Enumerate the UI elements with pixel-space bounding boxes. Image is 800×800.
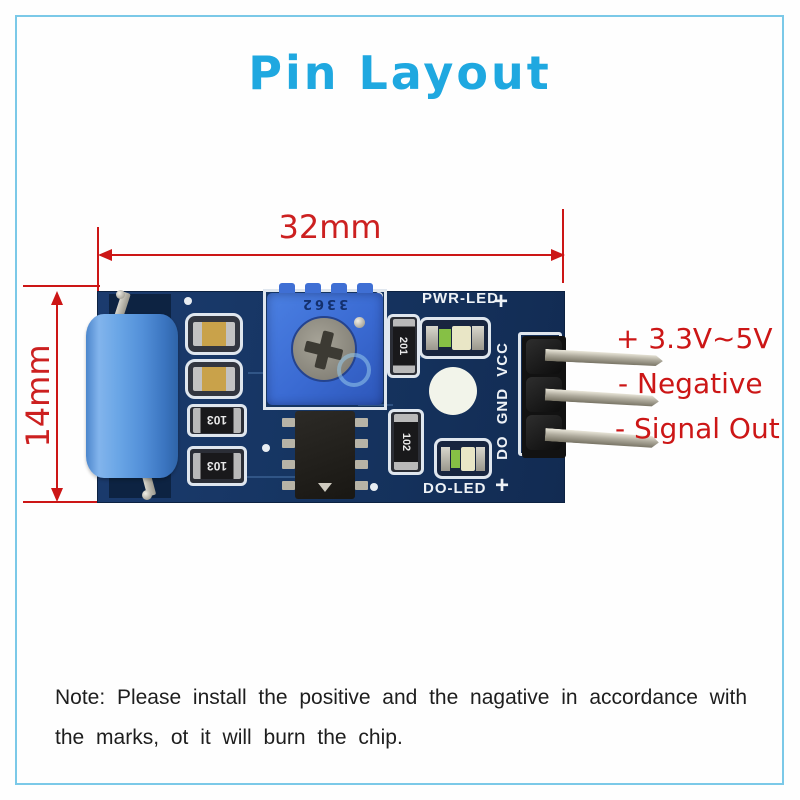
- gnd-pin-label: - Negative: [618, 367, 763, 400]
- width-dimension-label: 32mm: [278, 208, 382, 246]
- led-lens: [451, 326, 471, 350]
- pot-tab: [305, 283, 321, 293]
- capacitor-1: [185, 313, 243, 355]
- pcb-trace: [188, 476, 308, 478]
- resistor-103-b: 103: [187, 446, 247, 486]
- height-dimension-label: 14mm: [19, 344, 57, 448]
- ic-pin: [282, 439, 295, 448]
- silkscreen-dot: [184, 297, 192, 305]
- do-led: [434, 438, 492, 479]
- ic-pin: [355, 460, 368, 469]
- led-pad: [471, 326, 484, 350]
- note-line-1: Note: Please install the positive and th…: [55, 686, 747, 709]
- width-extension-line-left: [97, 227, 99, 292]
- potentiometer-outline: [263, 289, 387, 410]
- led-lens: [460, 446, 476, 471]
- do-led-silkscreen-label: DO-LED: [423, 480, 487, 497]
- resistor-201: 201: [387, 314, 420, 378]
- height-extension-line-top: [23, 285, 100, 287]
- potentiometer-body: 3362: [267, 293, 383, 405]
- pwr-led: [419, 317, 491, 359]
- resistor-102: 102: [388, 409, 424, 475]
- led-pad: [441, 446, 450, 471]
- sensor-module-pcb: 103 103 3362 201: [86, 283, 566, 503]
- capacitor-1-body: [193, 322, 235, 346]
- pot-tab: [357, 283, 373, 293]
- ic-pin: [282, 418, 295, 427]
- height-arrow-up-icon: [51, 291, 63, 305]
- sensor-lead-top-tip: [116, 290, 125, 299]
- mounting-hole: [429, 367, 477, 415]
- pot-tab: [279, 283, 295, 293]
- do-plus-mark: +: [495, 472, 510, 499]
- pwr-plus-mark: +: [494, 288, 509, 315]
- comparator-ic-chip: [295, 411, 355, 499]
- resistor-102-body: 102: [394, 414, 418, 470]
- led-pad: [476, 446, 485, 471]
- pwr-led-silkscreen-label: PWR-LED: [422, 290, 499, 307]
- page-border-frame: [15, 15, 784, 785]
- resistor-103-b-body: 103: [193, 453, 241, 479]
- pin-names-silkscreen-label: DO GND VCC: [494, 342, 511, 460]
- ic-pin: [355, 418, 368, 427]
- pcb-trace: [358, 404, 393, 406]
- ic-pin: [355, 481, 368, 490]
- potentiometer-marking: 3362: [299, 296, 349, 311]
- led-green-chip: [450, 449, 460, 468]
- dial-highlight-ring: [337, 353, 371, 387]
- silkscreen-dot: [262, 444, 270, 452]
- note-line-2: the marks, ot it will burn the chip.: [55, 726, 403, 749]
- sensor-lead-bottom-tip: [142, 490, 152, 500]
- vibration-sensor-cylinder: [86, 314, 178, 478]
- silkscreen-dot: [370, 483, 378, 491]
- height-arrow-down-icon: [51, 488, 63, 502]
- signal-pin-label: - Signal Out: [615, 412, 780, 445]
- width-arrow-right-icon: [551, 249, 565, 261]
- resistor-201-body: 201: [392, 319, 415, 373]
- width-dimension-line: [100, 254, 563, 256]
- pot-tab: [331, 283, 347, 293]
- width-arrow-left-icon: [98, 249, 112, 261]
- pot-pin-dot: [354, 317, 365, 328]
- resistor-103-a: 103: [187, 404, 247, 437]
- resistor-103-a-body: 103: [193, 408, 241, 433]
- pcb-trace: [248, 372, 266, 374]
- height-dimension-line: [56, 294, 58, 492]
- ic-pin: [282, 460, 295, 469]
- capacitor-2-body: [193, 367, 235, 391]
- ic-pin: [282, 481, 295, 490]
- led-green-chip: [439, 329, 451, 347]
- led-pad: [426, 326, 439, 350]
- vcc-pin-label: + 3.3V~5V: [616, 322, 773, 355]
- height-extension-line-bottom: [23, 501, 100, 503]
- ic-pin: [355, 439, 368, 448]
- ic-pin1-mark-icon: [318, 483, 332, 492]
- capacitor-2: [185, 359, 243, 399]
- page-title: Pin Layout: [248, 46, 552, 100]
- width-extension-line-right: [562, 209, 564, 283]
